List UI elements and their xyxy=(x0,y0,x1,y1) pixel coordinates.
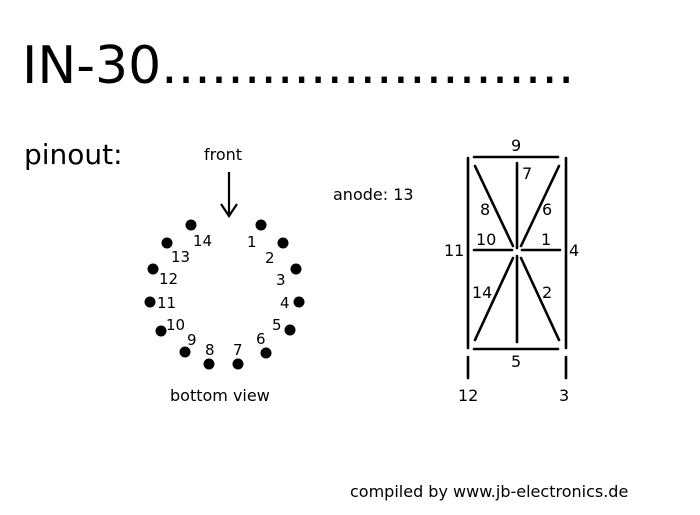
segment-label-center-top: 7 xyxy=(522,164,532,183)
segment-label-diag-lower-right: 2 xyxy=(542,283,552,302)
pinout-heading: pinout: xyxy=(24,138,123,171)
segment-label-diag-upper-left: 8 xyxy=(480,200,490,219)
credit-text: compiled by www.jb-electronics.de xyxy=(350,482,628,501)
pin-dot-1 xyxy=(255,219,267,231)
pin-dot-4 xyxy=(293,296,305,308)
segment-diagram xyxy=(466,155,568,380)
pin-dot-12 xyxy=(147,263,159,275)
front-label: front xyxy=(204,145,242,164)
pin-dot-3 xyxy=(290,263,302,275)
socket-pin-dots xyxy=(144,219,305,370)
pin-label-6: 6 xyxy=(256,330,266,348)
page-title: IN-30......................... xyxy=(22,36,574,96)
segment-labels: 9 7 8 6 10 1 11 4 14 2 5 12 3 xyxy=(444,136,579,405)
segment-label-bottom: 5 xyxy=(511,352,521,371)
pin-label-10: 10 xyxy=(166,316,185,334)
segment-diag-lower-left xyxy=(473,256,515,342)
pin-label-12: 12 xyxy=(159,270,178,288)
bottom-view-label: bottom view xyxy=(170,386,270,405)
pin-dot-5 xyxy=(284,324,296,336)
segment-label-top: 9 xyxy=(511,136,521,155)
pin-label-14: 14 xyxy=(193,232,212,250)
segment-label-right-side: 4 xyxy=(569,241,579,260)
segment-diag-upper-right xyxy=(519,164,561,248)
segment-diag-upper-left xyxy=(473,164,515,248)
segment-label-lead-left: 12 xyxy=(458,386,478,405)
segment-label-diag-upper-right: 6 xyxy=(542,200,552,219)
pin-dot-6 xyxy=(260,347,272,359)
pin-dot-10 xyxy=(155,325,167,337)
pin-dot-13 xyxy=(161,237,173,249)
pin-dot-14 xyxy=(185,219,197,231)
segment-label-mid-right: 1 xyxy=(541,230,551,249)
pin-label-9: 9 xyxy=(187,331,197,349)
pin-label-13: 13 xyxy=(171,248,190,266)
pin-label-2: 2 xyxy=(265,249,275,267)
segment-label-lead-right: 3 xyxy=(559,386,569,405)
pin-label-11: 11 xyxy=(157,294,176,312)
segment-label-left-side: 11 xyxy=(444,241,464,260)
pin-label-3: 3 xyxy=(276,271,286,289)
segment-label-diag-lower-left: 14 xyxy=(472,283,492,302)
pin-label-8: 8 xyxy=(205,341,215,359)
pin-dot-7 xyxy=(232,358,244,370)
pin-label-5: 5 xyxy=(272,316,282,334)
front-arrow-icon xyxy=(220,172,238,218)
pin-dot-11 xyxy=(144,296,156,308)
pin-label-7: 7 xyxy=(233,341,243,359)
segment-label-mid-left: 10 xyxy=(476,230,496,249)
pin-dot-9 xyxy=(179,346,191,358)
socket-pin-labels: 1 2 3 4 5 6 7 8 9 10 11 12 13 14 xyxy=(157,232,290,359)
pin-dot-2 xyxy=(277,237,289,249)
pin-dot-8 xyxy=(203,358,215,370)
pin-label-1: 1 xyxy=(247,233,257,251)
pin-label-4: 4 xyxy=(280,294,290,312)
segment-diag-lower-right xyxy=(519,256,561,342)
anode-label: anode: 13 xyxy=(333,185,414,204)
